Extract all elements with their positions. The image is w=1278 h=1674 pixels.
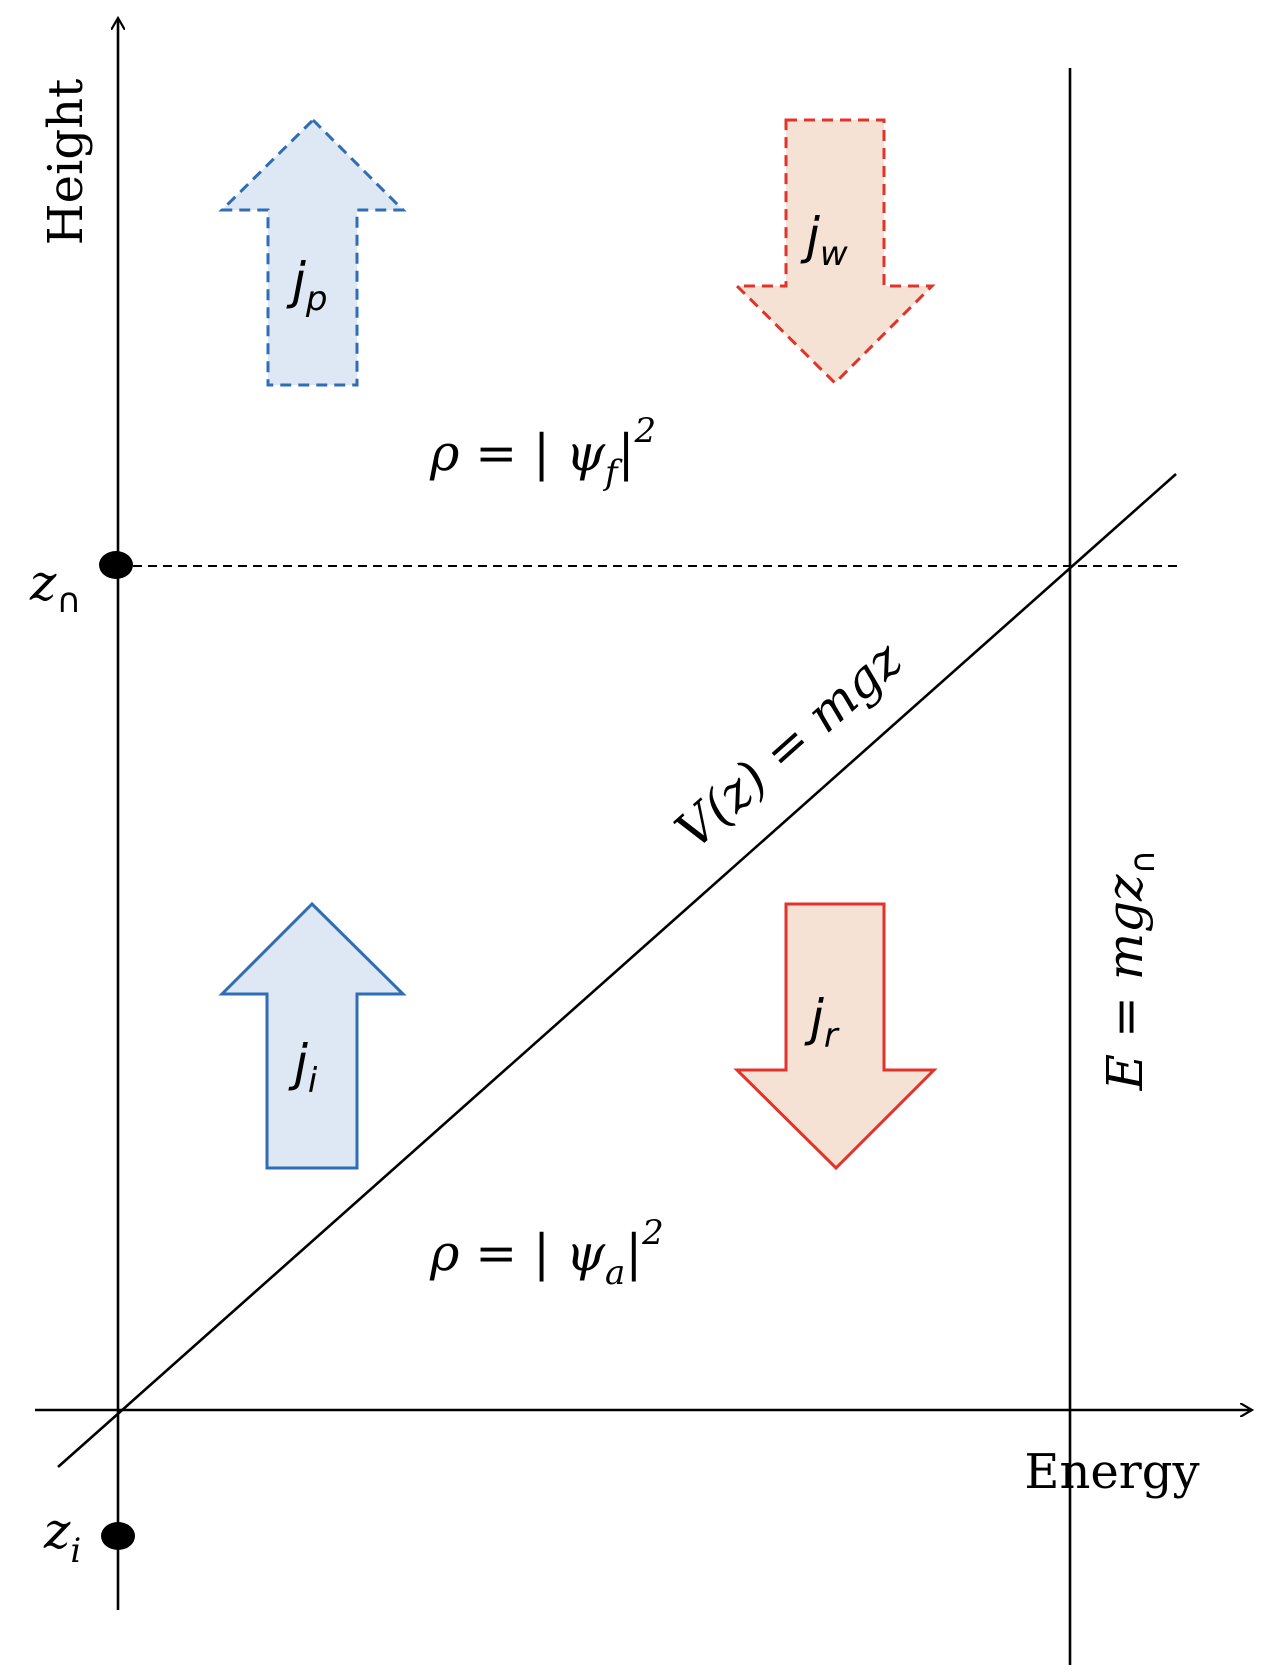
potential-label: V(z) = mgz bbox=[664, 630, 913, 860]
energy-level-label: E = mgz∩ bbox=[1096, 850, 1163, 1092]
initial-point-label: zi bbox=[43, 1502, 81, 1571]
initial-point-dot bbox=[101, 1522, 135, 1550]
turning-point-dot bbox=[99, 551, 133, 579]
current-jp-arrow: jp bbox=[218, 117, 407, 387]
height-axis-label: Height bbox=[38, 79, 94, 246]
potential-line bbox=[57, 473, 1177, 1468]
current-ji-arrow: ji bbox=[218, 901, 407, 1170]
density-lower-label: ρ = | ψa|2 bbox=[429, 1213, 664, 1293]
current-jr-arrow: jr bbox=[733, 902, 938, 1171]
turning-point-label: z∩ bbox=[29, 554, 81, 621]
density-upper-label: ρ = | ψf|2 bbox=[429, 411, 656, 493]
energy-axis-label: Energy bbox=[1024, 1444, 1199, 1500]
current-jw-arrow: jw bbox=[733, 118, 936, 386]
